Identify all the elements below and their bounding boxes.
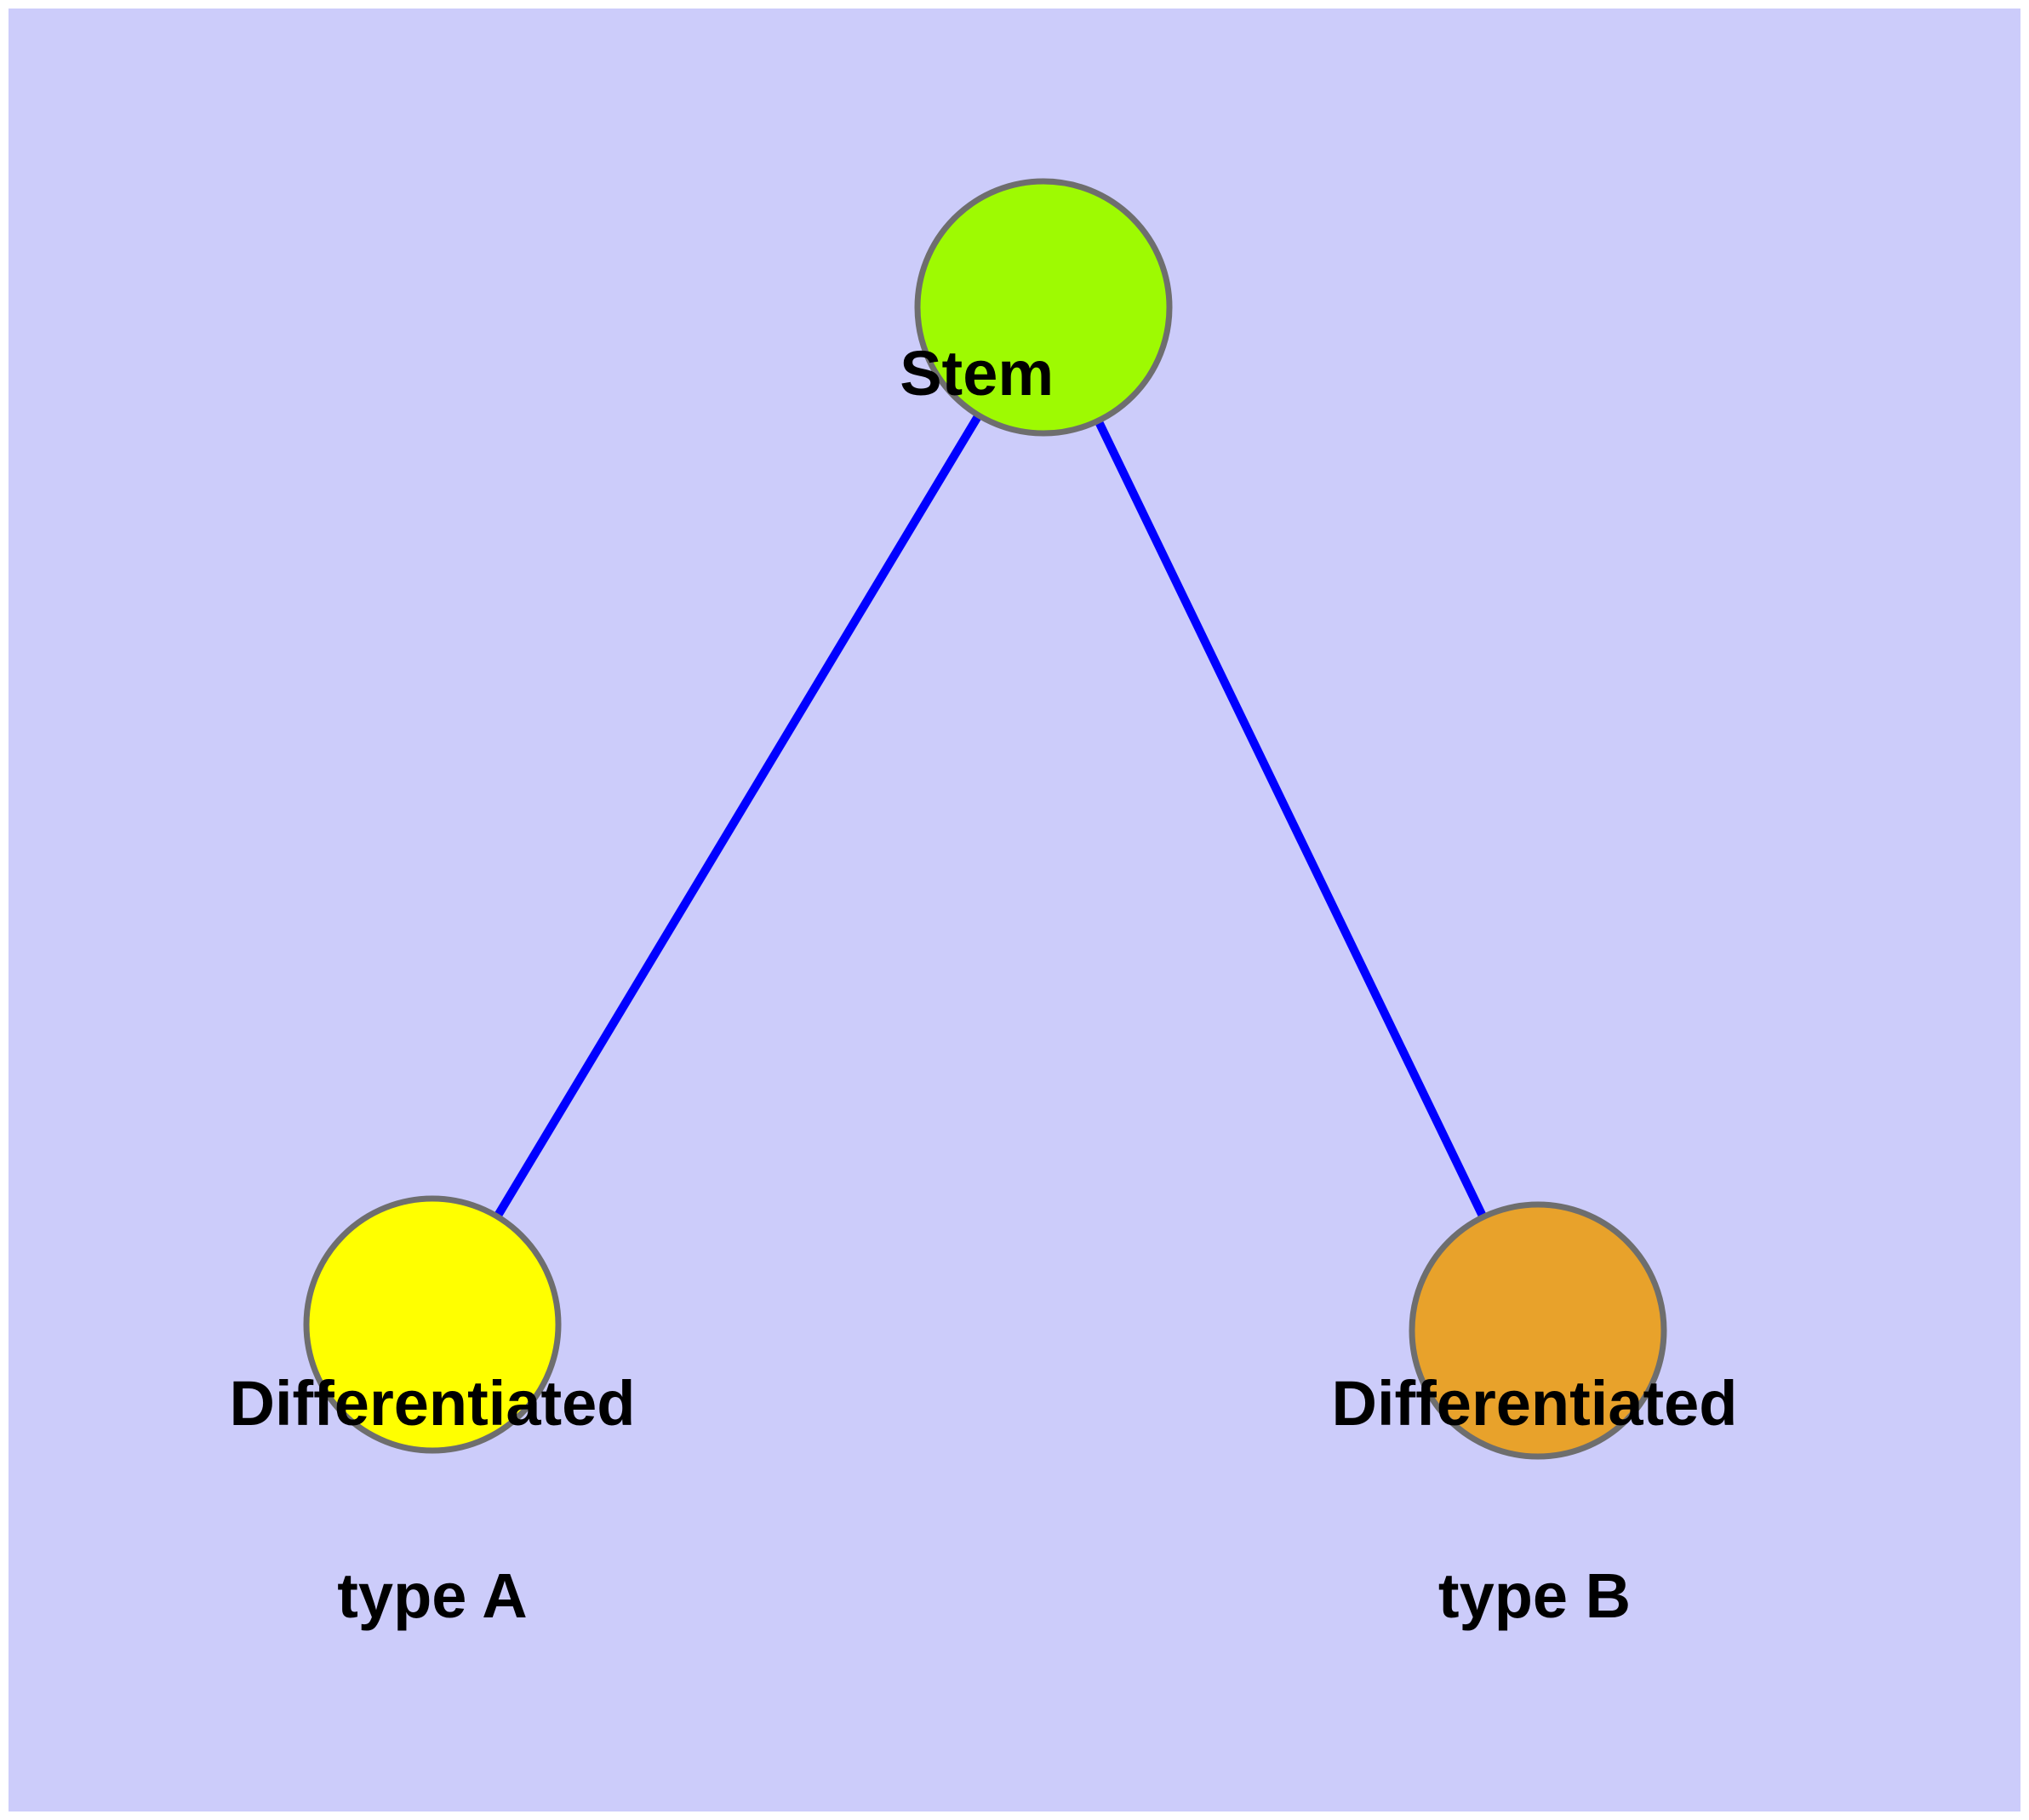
node-layer [303, 178, 1667, 1460]
node-link-graph [303, 178, 1667, 1460]
edge-stem-to-differentiated-type-a [428, 305, 1048, 1327]
node-differentiated-type-a[interactable] [303, 1195, 562, 1454]
edge-stem-to-differentiated-type-b [1039, 305, 1542, 1333]
edge-layer [428, 305, 1542, 1333]
node-differentiated-type-b[interactable] [1409, 1201, 1667, 1460]
node-stem[interactable] [914, 178, 1173, 437]
diagram-plot-area: Stem Differentiated type A Differentiate… [9, 9, 2020, 1811]
